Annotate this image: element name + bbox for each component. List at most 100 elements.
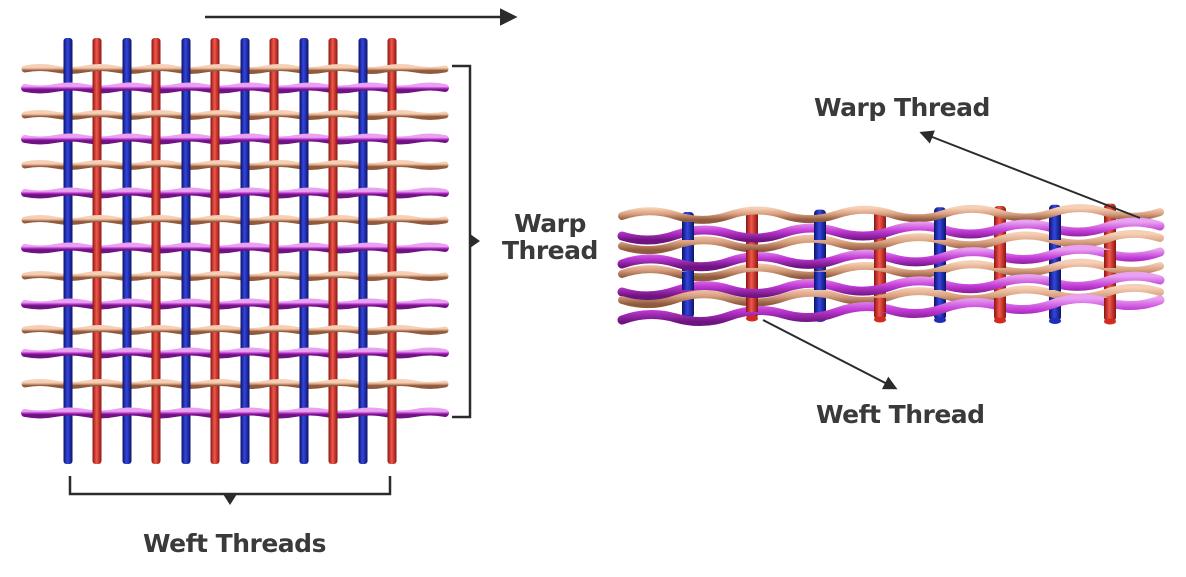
cross-section-warp-over [682, 272, 694, 290]
weft-thread-label-right: Weft Thread [816, 400, 985, 429]
cross-section-warp-over [1104, 250, 1116, 268]
warp-over-segment [387, 132, 397, 146]
warp-over-segment [387, 186, 397, 200]
warp-over-segment [240, 108, 250, 122]
warp-over-segment [358, 213, 368, 227]
warp-over-segment [358, 377, 368, 391]
warp-over-segment [181, 158, 191, 172]
magenta-weft-thread [21, 133, 449, 145]
warp-over-segment [181, 62, 191, 76]
magenta-weft-thread [21, 347, 449, 359]
warp-over-segment [151, 186, 161, 200]
tan-weft-thread [21, 64, 449, 74]
warp-over-segment [240, 269, 250, 283]
blue-warp-thread [63, 38, 73, 464]
warp-over-segment [358, 323, 368, 337]
warp-over-segment [269, 81, 279, 95]
cross-section-warp-over [1049, 272, 1061, 290]
warp-over-segment [151, 81, 161, 95]
warp-over-segment [92, 132, 102, 146]
warp-over-segment [151, 297, 161, 311]
warp-thread-end [934, 317, 946, 323]
cross-section-warp-over [934, 272, 946, 290]
warp-over-segment [210, 297, 220, 311]
magenta-weft-thread [21, 298, 449, 310]
warp-over-segment [387, 297, 397, 311]
warp-over-segment [181, 323, 191, 337]
warp-over-segment [387, 406, 397, 420]
cross-section-tan-weft [618, 204, 1164, 224]
warp-over-segment [181, 269, 191, 283]
cross-section-magenta-weft [617, 271, 1165, 301]
warp-over-segment [299, 323, 309, 337]
warp-thread-end [994, 317, 1006, 324]
warp-over-segment [63, 62, 73, 76]
warp-thread-end [874, 316, 886, 323]
cross-section-tan-weft [618, 258, 1164, 282]
warp-over-segment [299, 158, 309, 172]
cross-section-warp-over [746, 298, 758, 312]
cross-section-tan-weft [618, 229, 1164, 255]
warp-over-segment [269, 406, 279, 420]
warp-thread-end [1104, 318, 1116, 325]
warp-over-segment [269, 186, 279, 200]
tan-weft-thread [21, 379, 449, 389]
warp-over-segment [92, 406, 102, 420]
warp-over-segment [210, 81, 220, 95]
warp-over-segment [328, 132, 338, 146]
warp-thread-pointer-arrow [919, 130, 1141, 219]
tan-weft-thread [21, 110, 449, 120]
warp-over-segment [63, 213, 73, 227]
warp-over-segment [269, 297, 279, 311]
warp-over-segment [92, 241, 102, 255]
tan-weft-thread [21, 215, 449, 225]
warp-thread-end [746, 315, 758, 322]
warp-over-segment [387, 241, 397, 255]
warp-over-segment [63, 323, 73, 337]
cross-section-magenta-weft [617, 244, 1165, 272]
cross-section-warp-over [1104, 298, 1116, 312]
warp-over-segment [92, 346, 102, 360]
cross-section-warp-over [934, 222, 946, 240]
warp-over-segment [240, 377, 250, 391]
warp-over-segment [122, 158, 132, 172]
warp-over-segment [63, 158, 73, 172]
warp-over-segment [151, 346, 161, 360]
cross-section-warp-over [814, 272, 826, 290]
warp-over-segment [328, 186, 338, 200]
weave-cross-section [617, 203, 1165, 326]
warp-over-segment [358, 158, 368, 172]
magenta-weft-thread [21, 242, 449, 254]
warp-over-segment [328, 346, 338, 360]
warp-over-segment [328, 406, 338, 420]
magenta-weft-thread [21, 407, 449, 419]
warp-over-segment [181, 108, 191, 122]
warp-over-segment [181, 377, 191, 391]
warp-over-segment [63, 269, 73, 283]
warp-bracket [452, 64, 472, 419]
blue-warp-thread [299, 38, 309, 464]
warp-over-segment [269, 346, 279, 360]
warp-over-segment [63, 377, 73, 391]
warp-over-segment [210, 132, 220, 146]
warp-over-segment [240, 62, 250, 76]
weft-thread-pointer-arrow [762, 319, 898, 390]
magenta-weft-thread [21, 82, 449, 94]
warp-over-segment [299, 213, 309, 227]
cross-section-warp-over [746, 250, 758, 268]
warp-over-segment [328, 241, 338, 255]
warp-over-segment [92, 297, 102, 311]
weft-bracket [68, 476, 392, 496]
cross-section-warp-over [994, 250, 1006, 268]
warp-over-segment [151, 406, 161, 420]
warp-thread-end [1049, 318, 1061, 324]
warp-over-segment [210, 346, 220, 360]
warp-label-line2: Thread [502, 236, 598, 265]
cross-section-warp-over [874, 298, 886, 312]
warp-over-segment [358, 269, 368, 283]
flat-weave-grid [21, 38, 449, 464]
warp-over-segment [122, 108, 132, 122]
warp-over-segment [387, 346, 397, 360]
warp-over-segment [299, 108, 309, 122]
